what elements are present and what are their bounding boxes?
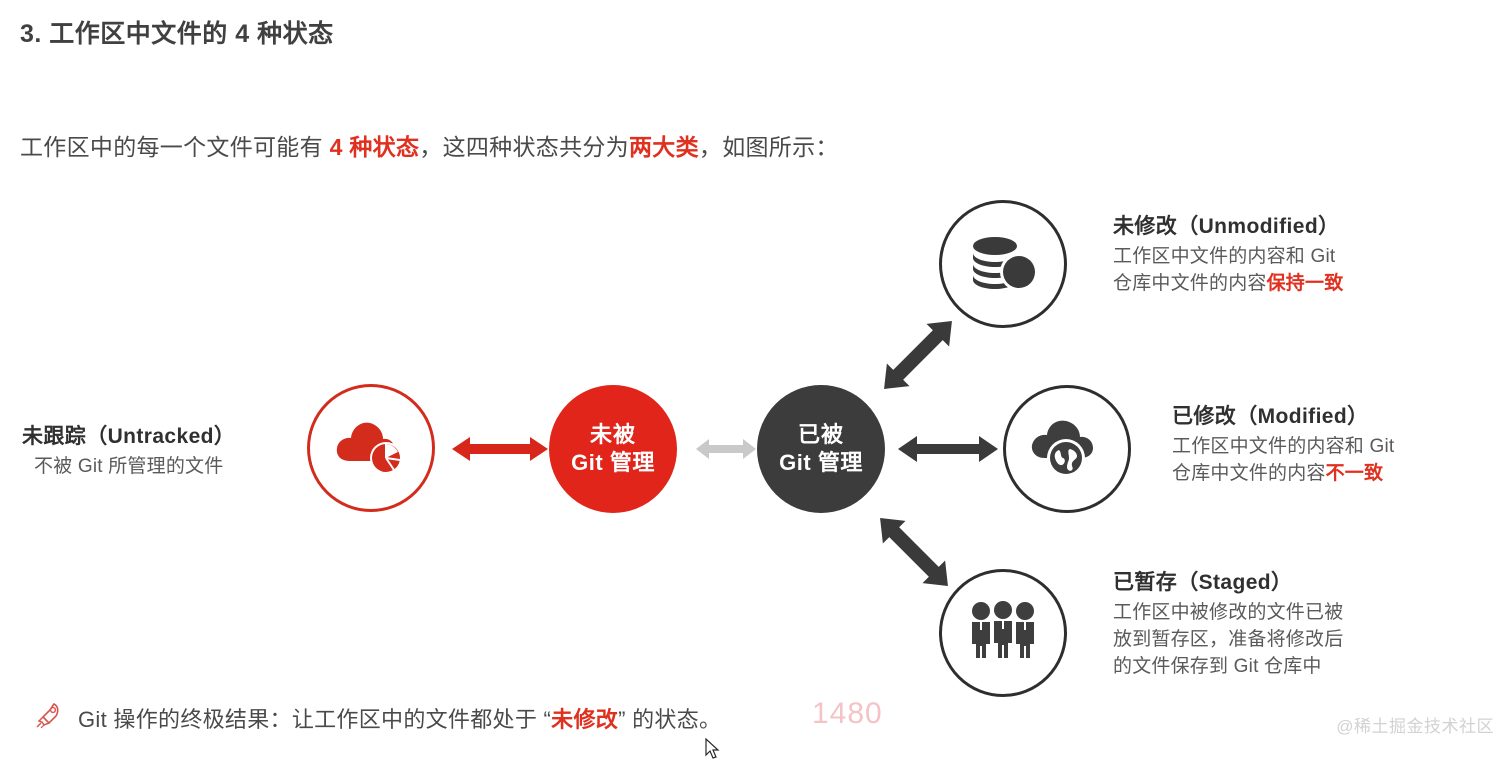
- circle-managed-by-git: 已被 Git 管理: [757, 385, 885, 513]
- label-staged-desc-line3: 的文件保存到 Git 仓库中: [1113, 655, 1322, 677]
- footer-text-part2: ” 的状态。: [618, 706, 722, 732]
- circle-managed-line1: 已被: [797, 421, 844, 447]
- arrow-unmanaged-to-managed: [694, 436, 758, 467]
- label-untracked-title: 未跟踪（Untracked）: [22, 425, 236, 448]
- label-unmodified-desc-line2: 仓库中文件的内容: [1113, 272, 1267, 294]
- label-staged-title: 已暂存（Staged）: [1113, 571, 1293, 594]
- intro-text-part1: 工作区中的每一个文件可能有: [20, 134, 330, 160]
- label-unmodified-desc: 工作区中文件的内容和 Git 仓库中文件的内容保持一致: [1113, 244, 1343, 298]
- label-untracked: 未跟踪（Untracked） 不被 Git 所管理的文件: [22, 420, 235, 481]
- label-untracked-desc: 不被 Git 所管理的文件: [34, 456, 224, 477]
- footer-text-part1: Git 操作的终极结果：让工作区中的文件都处于 “: [78, 706, 552, 732]
- rocket-icon: [34, 700, 64, 735]
- label-staged-desc-line2: 放到暂存区，准备将修改后: [1113, 628, 1344, 650]
- untracked-icon-circle: [307, 384, 435, 512]
- intro-paragraph: 工作区中的每一个文件可能有 4 种状态，这四种状态共分为两大类，如图所示：: [20, 128, 839, 162]
- coins-stack-icon: [967, 232, 1039, 297]
- watermark-center: 1480: [812, 697, 883, 730]
- circle-not-managed-line2: Git 管理: [571, 450, 655, 475]
- three-people-icon: [967, 600, 1039, 667]
- mouse-cursor: [705, 737, 721, 765]
- footer-text: Git 操作的终极结果：让工作区中的文件都处于 “未修改” 的状态。: [78, 702, 721, 734]
- circle-not-managed-by-git: 未被 Git 管理: [549, 385, 677, 513]
- intro-highlight-four-states: 4 种状态: [329, 134, 420, 160]
- label-staged-desc-line1: 工作区中被修改的文件已被: [1113, 602, 1344, 623]
- staged-icon-circle: [939, 569, 1067, 697]
- circle-not-managed-line1: 未被: [589, 421, 636, 447]
- label-modified-desc-line1: 工作区中文件的内容和 Git: [1172, 436, 1395, 457]
- label-staged-desc: 工作区中被修改的文件已被 放到暂存区，准备将修改后 的文件保存到 Git 仓库中: [1113, 600, 1343, 681]
- unmodified-icon-circle: [939, 200, 1067, 328]
- label-unmodified-title: 未修改（Unmodified）: [1113, 215, 1340, 238]
- red-cloud-pie-icon: [334, 416, 408, 481]
- label-unmodified-desc-line1: 工作区中文件的内容和 Git: [1113, 246, 1336, 267]
- intro-highlight-two-categories: 两大类: [628, 134, 699, 160]
- intro-text-part2: ，这四种状态共分为: [419, 134, 629, 160]
- arrow-managed-to-unmodified: [866, 305, 970, 410]
- footer-note: Git 操作的终极结果：让工作区中的文件都处于 “未修改” 的状态。: [34, 700, 721, 735]
- label-modified-desc-line2: 仓库中文件的内容: [1172, 462, 1326, 484]
- page-title: 3. 工作区中文件的 4 种状态: [20, 20, 334, 48]
- label-modified: 已修改（Modified） 工作区中文件的内容和 Git 仓库中文件的内容不一致: [1172, 400, 1394, 488]
- modified-icon-circle: [1003, 385, 1131, 513]
- arrow-managed-to-modified: [896, 432, 1000, 471]
- label-staged: 已暂存（Staged） 工作区中被修改的文件已被 放到暂存区，准备将修改后 的文…: [1113, 566, 1343, 681]
- intro-text-part3: ，如图所示：: [698, 134, 839, 160]
- label-modified-highlight: 不一致: [1325, 462, 1384, 484]
- arrow-untracked-to-unmanaged: [450, 432, 550, 471]
- watermark-corner: @稀土掘金技术社区: [1336, 717, 1494, 736]
- cloud-globe-icon: [1029, 416, 1105, 483]
- label-unmodified-highlight: 保持一致: [1266, 272, 1344, 294]
- label-modified-title: 已修改（Modified）: [1172, 405, 1369, 428]
- arrow-managed-to-staged: [862, 502, 966, 607]
- label-modified-desc: 工作区中文件的内容和 Git 仓库中文件的内容不一致: [1172, 434, 1394, 488]
- label-unmodified: 未修改（Unmodified） 工作区中文件的内容和 Git 仓库中文件的内容保…: [1113, 210, 1343, 298]
- footer-highlight-unmodified: 未修改: [551, 706, 619, 732]
- circle-managed-line2: Git 管理: [779, 450, 863, 475]
